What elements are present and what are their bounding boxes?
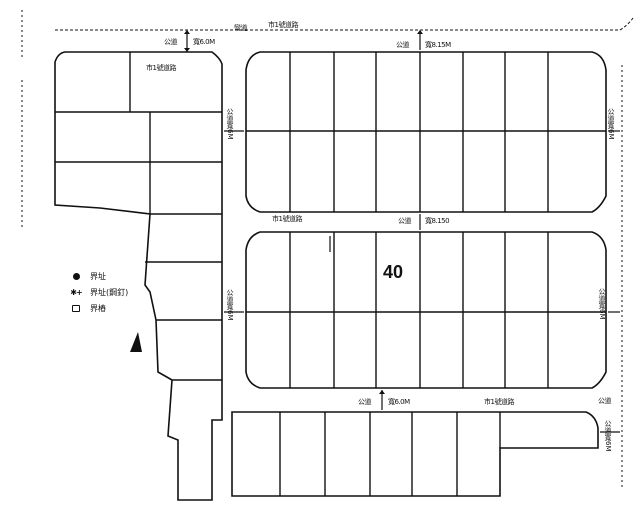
- legend-label: 界址: [90, 271, 106, 281]
- right-middle-side-label: 公道寬6M: [598, 288, 606, 320]
- bottom-center-road-label: 公道: [358, 398, 372, 406]
- top-road-name: 市1號道路: [268, 21, 298, 29]
- block-a-road-name: 市1號道路: [146, 64, 176, 72]
- top-left-road-width-value: 寬6.0M: [193, 38, 215, 46]
- filled-dot-icon: [72, 272, 80, 280]
- block-c-outline: [245, 231, 607, 389]
- block-d-outline: [231, 411, 599, 497]
- side-label-text: M: [604, 445, 612, 452]
- side-label-text: M: [598, 313, 606, 320]
- side-label-text: 寬6: [226, 303, 234, 315]
- legend-item: 界樁: [62, 300, 128, 316]
- pin-cross-icon: ✱+: [70, 287, 82, 297]
- side-label-text: 公道: [607, 108, 615, 122]
- legend: 界址 ✱+ 界址(鋼釘) 界樁: [62, 268, 128, 316]
- legend-label: 界址(鋼釘): [90, 287, 129, 297]
- bottom-right-road-name: 市1號道路: [484, 398, 514, 406]
- block-b-outline: [245, 51, 607, 213]
- top-center-road-width-label: 公道: [396, 41, 410, 49]
- left-lower-side-label: 公道寬6M: [226, 289, 234, 321]
- legend-label: 界樁: [90, 303, 106, 313]
- arrow-head: [184, 30, 190, 34]
- direction-marker: [130, 332, 142, 352]
- arrow-head: [184, 48, 190, 52]
- lot-number: 40: [383, 262, 404, 282]
- side-label-text: 寬6: [598, 302, 606, 314]
- side-label-text: 公道: [598, 288, 606, 302]
- left-upper-side-label: 公道寬6M: [226, 108, 234, 140]
- side-label-text: M: [226, 133, 234, 140]
- bottom-right-note: 公道: [598, 397, 612, 405]
- top-left-road-width-label: 公道: [164, 38, 178, 46]
- side-label-text: 寬6: [607, 122, 615, 134]
- side-label-text: 公道: [604, 420, 612, 434]
- top-road-edge: [55, 17, 634, 31]
- mid-center-road-value: 寬8.150: [425, 217, 450, 225]
- side-label-text: 寬6: [226, 122, 234, 134]
- mid-center-road-label: 公道: [398, 217, 412, 225]
- legend-item: 界址: [62, 268, 128, 284]
- bottom-center-road-value: 寬6.0M: [388, 398, 410, 406]
- top-center-road-width-value: 寬8.15M: [425, 41, 451, 49]
- side-label-text: M: [607, 133, 615, 140]
- mid-left-road-label: 市1號道路: [272, 215, 302, 223]
- side-label-text: 公道: [226, 289, 234, 303]
- top-road-curve-label: 彎道: [234, 24, 248, 32]
- side-label-text: 公道: [226, 108, 234, 122]
- side-label-text: 寬6: [604, 434, 612, 446]
- legend-item: ✱+ 界址(鋼釘): [62, 284, 128, 300]
- right-lower-side-label: 公道寬6M: [604, 420, 612, 452]
- arrow-head: [417, 30, 423, 34]
- square-marker-icon: [72, 304, 80, 312]
- side-label-text: M: [226, 314, 234, 321]
- right-upper-side-label: 公道寬6M: [607, 108, 615, 140]
- arrow-head: [379, 390, 385, 394]
